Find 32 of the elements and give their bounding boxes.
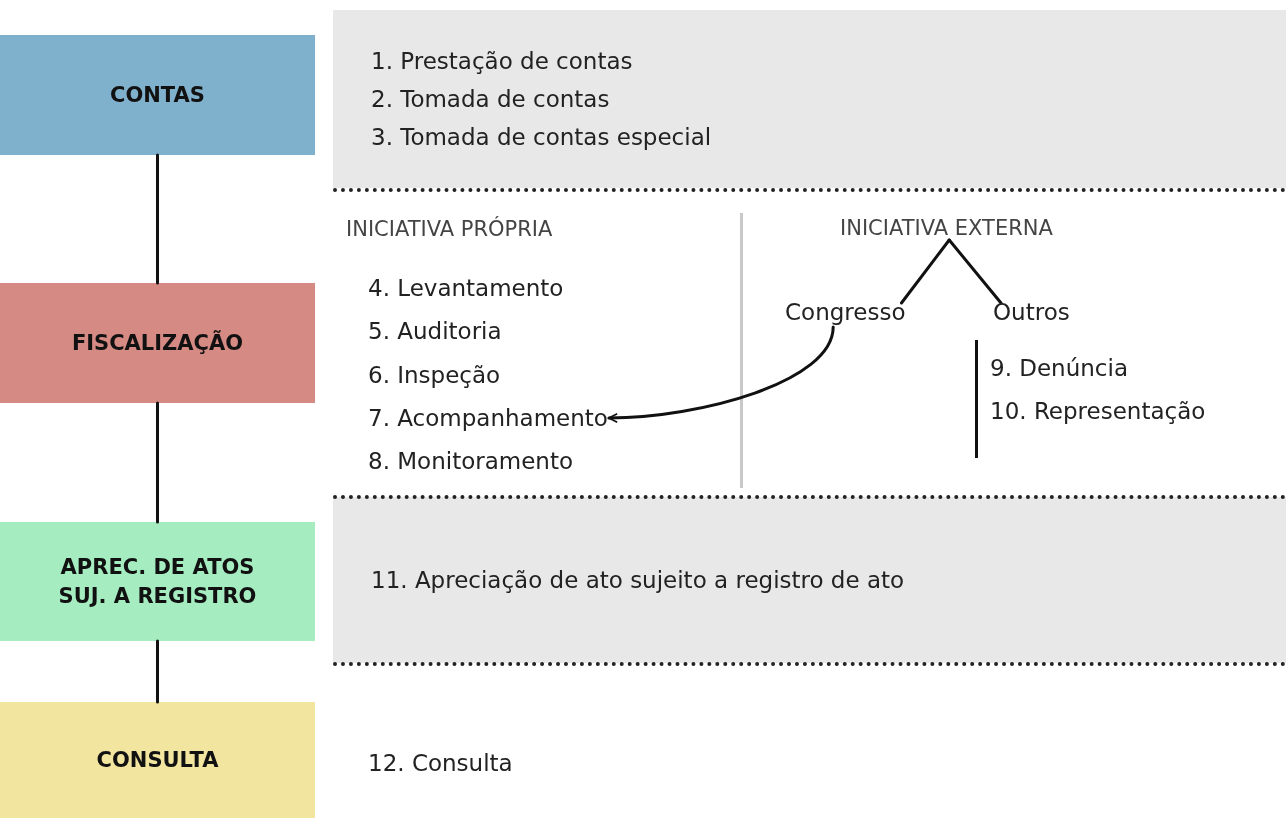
list-item: Congresso bbox=[785, 299, 906, 325]
section-heading: INICIATIVA EXTERNA bbox=[840, 216, 1053, 240]
category-box bbox=[0, 522, 315, 641]
list-item: 12. Consulta bbox=[368, 750, 513, 776]
connector-line bbox=[947, 238, 1003, 305]
list-item: 5. Auditoria bbox=[368, 318, 502, 344]
category-box bbox=[0, 35, 315, 155]
category-title: APREC. DE ATOS SUJ. A REGISTRO bbox=[57, 554, 258, 610]
list-item: 8. Monitoramento bbox=[368, 448, 573, 474]
list-item: 9. Denúncia bbox=[990, 355, 1128, 381]
arrow bbox=[607, 325, 835, 423]
category-title: FISCALIZAÇÃO bbox=[71, 329, 244, 357]
connector-line bbox=[156, 153, 159, 285]
category-title: CONSULTA bbox=[96, 746, 219, 774]
list-item: 2. Tomada de contas bbox=[371, 86, 611, 112]
connector-line bbox=[156, 401, 159, 524]
list-item: 1. Prestação de contas bbox=[371, 48, 634, 74]
connector-line bbox=[156, 639, 159, 704]
section-heading: INICIATIVA PRÓPRIA bbox=[346, 217, 553, 241]
item-band bbox=[333, 497, 1286, 663]
category-box bbox=[0, 702, 315, 818]
list-item: Outros bbox=[993, 299, 1070, 325]
connector-line bbox=[899, 238, 951, 305]
list-item: 3. Tomada de contas especial bbox=[371, 124, 713, 150]
list-item: 11. Apreciação de ato sujeito a registro de ato bbox=[371, 567, 906, 593]
list-item: 4. Levantamento bbox=[368, 275, 564, 301]
list-item: 7. Acompanhamento bbox=[368, 405, 608, 431]
list-item: 6. Inspeção bbox=[368, 362, 501, 388]
category-box bbox=[0, 283, 315, 403]
category-title: CONTAS bbox=[110, 81, 205, 109]
item-band bbox=[333, 10, 1286, 188]
list-item: 10. Representação bbox=[990, 398, 1206, 424]
